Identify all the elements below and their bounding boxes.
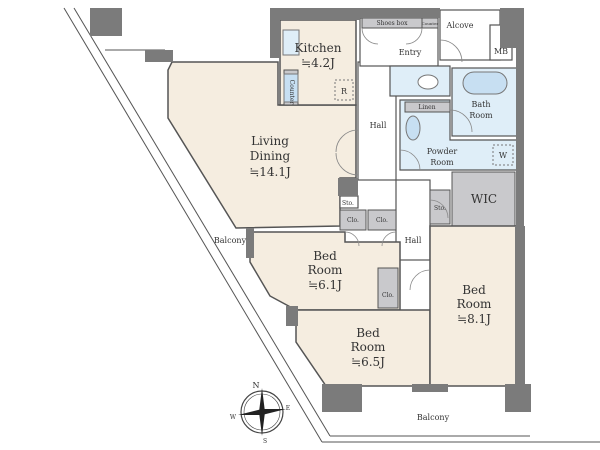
clo-label-2: Clo. — [376, 217, 388, 224]
sto-2 — [429, 189, 451, 225]
clo-2 — [367, 209, 397, 231]
bed-room-1-label-2: Room — [308, 263, 343, 277]
living-label-1: Living — [251, 134, 289, 148]
compass-s: S — [263, 438, 267, 445]
refrigerator-space — [334, 79, 354, 101]
sto-label-2: Sto. — [434, 205, 446, 212]
linen — [404, 101, 451, 113]
wash-basin — [405, 115, 421, 141]
clo-label-3: Clo. — [382, 292, 394, 299]
wic-floor — [451, 171, 516, 227]
compass-w: W — [230, 414, 237, 421]
bed-room-1-label-1: Bed — [313, 249, 337, 263]
doors — [335, 27, 473, 291]
kitchen-counter-label: Counter — [288, 80, 295, 105]
hall-label-lower: Hall — [405, 236, 422, 245]
bed-room-3-size: ≒8.1J — [457, 312, 491, 326]
entry-label: Entry — [399, 48, 422, 57]
kitchen-sink — [283, 73, 299, 103]
compass-n: N — [253, 381, 260, 390]
bed-room-2-size: ≒6.5J — [351, 355, 385, 369]
linen-label: Linen — [418, 104, 435, 111]
living-size: ≒14.1J — [249, 165, 291, 179]
bed-room-3-label-1: Bed — [462, 283, 486, 297]
balcony-rails — [63, 7, 600, 443]
bed-room-2-floor — [295, 309, 431, 387]
bed-room-3-label-2: Room — [457, 297, 492, 311]
sto-label-1: Sto. — [342, 200, 354, 207]
living-label-2: Dining — [250, 149, 291, 163]
bath-label-2: Room — [469, 111, 493, 120]
counter-entry-label: Counter — [422, 21, 439, 26]
balcony-label-west: Balcony — [214, 236, 247, 245]
powder-label-2: Room — [430, 158, 454, 167]
shoes-box-label: Shoes box — [377, 20, 409, 27]
balcony-label-south: Balcony — [417, 413, 450, 422]
clo-label-1: Clo. — [347, 217, 359, 224]
bath-label-1: Bath — [471, 100, 490, 109]
hall-label-upper: Hall — [370, 121, 387, 130]
bathtub — [462, 71, 508, 95]
alcove-label: Alcove — [446, 21, 474, 30]
walls — [90, 8, 531, 412]
w-label: W — [499, 151, 508, 160]
bed-room-2-label-2: Room — [351, 340, 386, 354]
toilet — [417, 74, 439, 90]
bed-room-2-label-1: Bed — [356, 326, 380, 340]
compass-e: E — [286, 405, 290, 412]
clo-1 — [339, 209, 367, 231]
wic-label: WIC — [471, 192, 497, 206]
mb-label: MB — [494, 47, 508, 56]
refrigerator-label: R — [341, 87, 348, 96]
stove — [282, 29, 300, 56]
powder-label-1: Powder — [427, 147, 458, 156]
compass-icon: N S E W — [230, 381, 290, 445]
hall-lower — [395, 179, 431, 261]
clo-3 — [377, 267, 399, 309]
washer-space — [492, 144, 514, 166]
kitchen-size: ≒4.2J — [301, 56, 335, 70]
bed-room-1-size: ≒6.1J — [308, 278, 342, 292]
bed-room-3-floor — [429, 225, 517, 387]
kitchen-label: Kitchen — [295, 41, 342, 55]
